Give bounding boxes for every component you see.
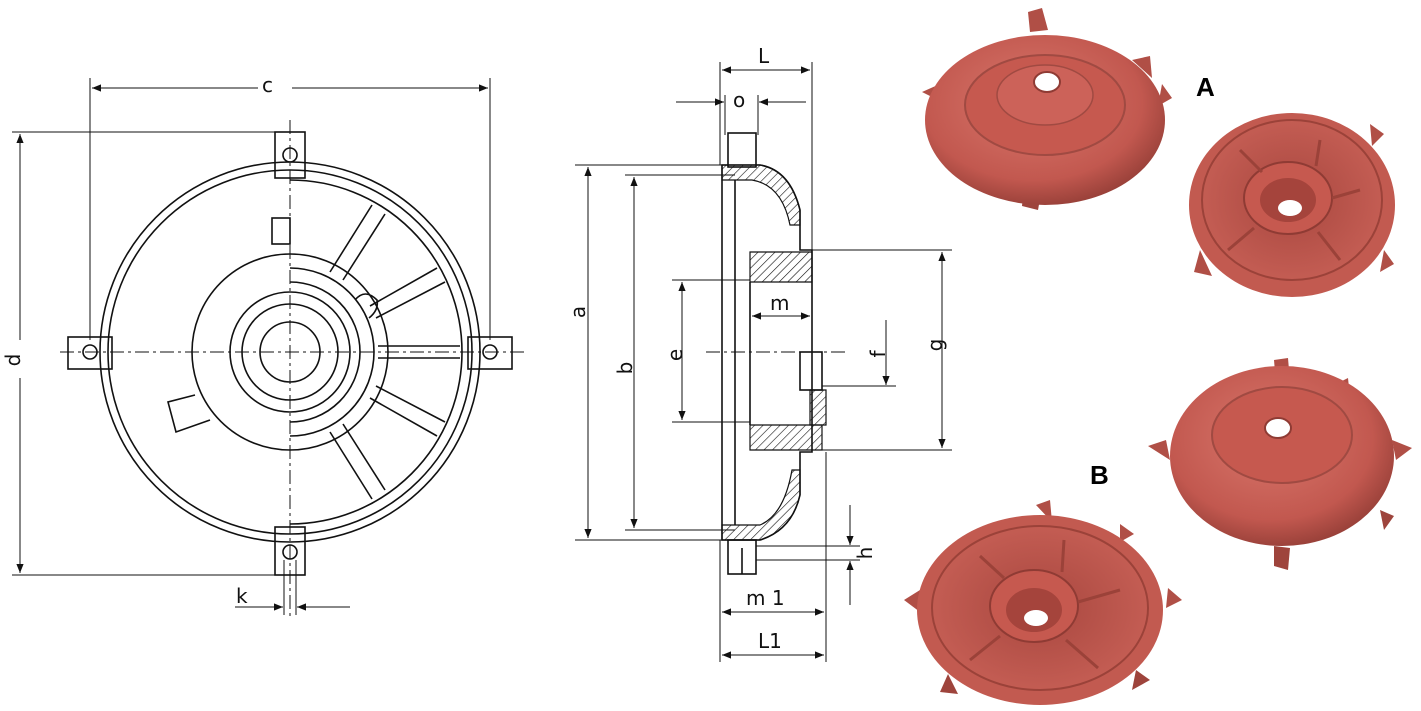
dimension-a: a [566, 164, 722, 541]
label-photo-b: B [1090, 460, 1109, 490]
label-o: o [733, 88, 745, 112]
side-section: L o a [566, 44, 952, 662]
dimension-b: b [613, 174, 735, 531]
mounting-lug-right [467, 336, 513, 370]
dimension-g: g [812, 249, 952, 451]
casting-photo-b-inside [904, 500, 1182, 705]
label-d: d [1, 354, 25, 367]
label-L: L [758, 44, 770, 68]
label-g: g [923, 339, 947, 352]
dimension-h: h [756, 505, 877, 605]
label-m1: m 1 [746, 586, 785, 610]
front-view: c d [1, 73, 525, 620]
dimension-L1: L1 [722, 629, 824, 659]
label-b: b [613, 362, 637, 375]
dimension-m: m [752, 291, 810, 320]
mounting-lug-left [67, 336, 113, 370]
dimension-f: f [822, 320, 896, 387]
casting-photo-b-outside [1148, 358, 1412, 570]
dimension-m1: m 1 [719, 452, 827, 662]
label-c: c [262, 73, 273, 97]
casting-photo-a-outside [922, 8, 1172, 210]
label-photo-a: A [1196, 72, 1215, 102]
dimension-e: e [663, 279, 750, 423]
label-e: e [663, 349, 687, 361]
mounting-lug-top [274, 131, 306, 179]
mounting-lug-bottom [274, 526, 306, 576]
dimension-d: d [1, 131, 285, 576]
label-f: f [866, 350, 890, 358]
dimension-k: k [235, 560, 350, 615]
ribs [329, 204, 460, 500]
casting-photo-a-inside [1189, 113, 1395, 297]
dimension-o: o [676, 88, 806, 135]
dimension-L: L [719, 44, 813, 250]
label-h: h [853, 547, 877, 560]
label-a: a [566, 306, 590, 318]
label-k: k [236, 584, 248, 608]
dimension-c: c [89, 73, 491, 340]
label-m: m [770, 291, 789, 315]
label-L1: L1 [758, 629, 782, 653]
